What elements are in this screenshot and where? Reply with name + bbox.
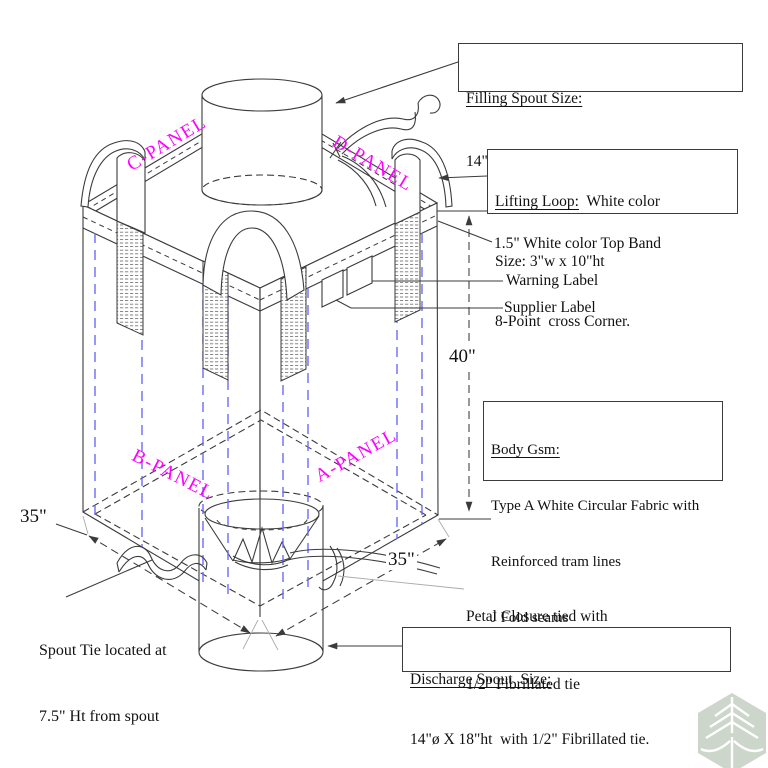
width-dimension-right: 35" <box>386 549 417 570</box>
discharge-spout-spec: 14"ø X 18"ht with 1/2" Fibrillated tie. <box>410 731 650 748</box>
lifting-loop-title: Lifting Loop: <box>495 193 579 210</box>
lifting-loop-size: Size: 3"w x 10"ht <box>495 253 605 270</box>
top-band-label: 1.5" White color Top Band <box>494 235 661 252</box>
supplier-label-text: Supplier Label <box>504 299 596 316</box>
warning-label-tag <box>346 255 373 296</box>
leader-lines <box>65 61 503 650</box>
petal-closure-line1: Petal Closure tied with <box>466 608 608 625</box>
height-dimension: 40" <box>447 346 478 367</box>
brand-logo-icon <box>698 693 766 768</box>
lifting-loops <box>80 138 453 301</box>
filling-spout-tie-rope <box>329 94 441 208</box>
lifting-loop-corner: 8-Point cross Corner. <box>495 313 631 330</box>
body-gsm-title: Body Gsm: <box>491 442 560 459</box>
supplier-label-tag <box>321 269 344 308</box>
discharge-spout-title: Discharge Spout Size: <box>410 671 552 688</box>
warning-label-text: Warning Label <box>506 272 599 289</box>
filling-spout <box>201 78 323 206</box>
petal-closure-label: Petal Closure tied with 1/2" Fibrillated… <box>466 561 608 719</box>
body-gsm-callout-box: Body Gsm: Type A White Circular Fabric w… <box>483 401 723 626</box>
width-dimension-left: 35" <box>20 506 47 527</box>
spout-tie-line1: Spout Tie located at <box>39 642 167 659</box>
lifting-loop-title-suffix: White color <box>578 193 661 210</box>
lifting-loop-callout-box: Lifting Loop: White color Size: 3"w x 10… <box>487 149 738 330</box>
filling-spout-title: Filling Spout Size: <box>466 90 583 107</box>
body-gsm-fabric: Type A White Circular Fabric with <box>491 497 700 514</box>
filling-spout-callout-box: Filling Spout Size: 14"ø X 18"ht with 1/… <box>458 43 743 170</box>
tram-lines <box>94 233 423 604</box>
spout-tie-line2: 7.5" Ht from spout <box>39 708 160 725</box>
petal-closure-line2: 1/2" Fibrillated tie <box>466 675 580 693</box>
discharge-spout-callout-box: Discharge Spout Size: 14"ø X 18"ht with … <box>402 627 731 748</box>
body-gsm-seams: J Fold seams <box>491 609 569 626</box>
body-gsm-tram: Reinforced tram lines <box>491 553 621 570</box>
spout-tie-label: Spout Tie located at 7.5" Ht from spout … <box>39 596 167 768</box>
